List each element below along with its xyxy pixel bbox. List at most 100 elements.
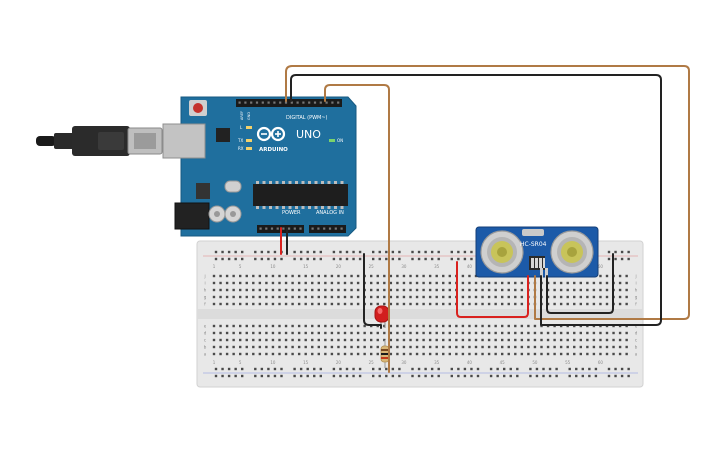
breadboard-hole <box>402 352 406 356</box>
breadboard-hole <box>356 345 360 349</box>
breadboard-hole <box>337 345 340 349</box>
breadboard-hole <box>422 302 425 306</box>
breadboard-hole <box>239 338 242 342</box>
breadboard-hole <box>402 331 406 335</box>
breadboard-hole <box>245 288 248 292</box>
breadboard-hole <box>553 302 556 306</box>
breadboard-hole <box>468 302 471 306</box>
breadboard-hole <box>271 274 275 278</box>
breadboard-rail-hole <box>627 374 630 378</box>
breadboard-hole <box>461 338 465 342</box>
breadboard-hole <box>330 331 334 335</box>
breadboard-rail-hole <box>227 250 231 254</box>
breadboard-hole <box>356 302 360 306</box>
breadboard-hole <box>415 288 419 292</box>
breadboard-rail-hole <box>555 374 558 378</box>
breadboard-rail-hole <box>385 250 388 254</box>
breadboard-hole <box>350 331 353 335</box>
breadboard-hole <box>284 345 288 349</box>
breadboard-rail-hole <box>332 367 336 371</box>
breadboard-rail-hole <box>267 367 270 371</box>
breadboard-hole <box>389 281 393 285</box>
breadboard-hole <box>304 331 307 335</box>
breadboard-hole <box>252 352 255 356</box>
breadboard-hole <box>383 324 386 328</box>
breadboard-hole <box>579 302 582 306</box>
breadboard-hole <box>599 338 602 342</box>
breadboard-hole <box>586 302 589 306</box>
on-label: ON <box>337 138 343 143</box>
breadboard-rail-hole <box>345 367 349 371</box>
breadboard-hole <box>514 338 517 342</box>
breadboard-rail-hole <box>280 374 283 378</box>
breadboard-hole <box>409 324 412 328</box>
breadboard-hole <box>455 345 458 349</box>
breadboard-hole <box>533 331 537 335</box>
breadboard-hole <box>540 345 543 349</box>
breadboard-rail-hole <box>254 250 257 254</box>
breadboard-rail-hole <box>391 250 395 254</box>
breadboard-row-letter: h <box>635 288 638 293</box>
breadboard-hole <box>212 302 216 306</box>
breadboard-hole <box>481 288 484 292</box>
breadboard-rail-hole <box>555 367 558 371</box>
breadboard-hole <box>311 295 314 299</box>
breadboard-hole <box>422 281 425 285</box>
wire-black-led-gnd <box>363 253 382 329</box>
breadboard-hole <box>278 295 281 299</box>
breadboard-hole <box>527 338 530 342</box>
breadboard-hole <box>546 352 550 356</box>
breadboard-column-number: 30 <box>401 264 407 269</box>
breadboard-hole <box>271 352 275 356</box>
analog-header <box>309 225 346 233</box>
breadboard-hole <box>461 302 465 306</box>
breadboard-rail-hole <box>214 374 218 378</box>
breadboard-hole <box>252 338 255 342</box>
breadboard-hole <box>297 352 301 356</box>
breadboard-hole <box>337 281 340 285</box>
breadboard-hole <box>271 324 275 328</box>
breadboard-hole <box>239 274 242 278</box>
breadboard-hole <box>566 302 569 306</box>
breadboard-hole <box>284 281 288 285</box>
breadboard-hole <box>468 352 471 356</box>
breadboard-hole <box>291 345 294 349</box>
breadboard-rail-hole <box>339 257 342 261</box>
breadboard-hole <box>402 274 406 278</box>
breadboard-hole <box>546 288 550 292</box>
gnd-label: GND <box>247 112 251 120</box>
breadboard-column-number: 20 <box>336 264 342 269</box>
breadboard-rail-hole <box>306 374 309 378</box>
breadboard-hole <box>573 331 576 335</box>
breadboard-hole <box>435 352 438 356</box>
breadboard-hole <box>487 324 491 328</box>
breadboard-rail-hole <box>450 250 453 254</box>
breadboard-hole <box>455 352 458 356</box>
breadboard-hole <box>448 331 451 335</box>
breadboard-hole <box>442 345 445 349</box>
usb-cable-icon <box>36 126 163 156</box>
breadboard-hole <box>435 281 438 285</box>
breadboard-hole <box>592 338 596 342</box>
breadboard-hole <box>396 281 399 285</box>
breadboard-row-letter: j <box>203 274 205 279</box>
breadboard-hole <box>442 281 445 285</box>
breadboard-hole <box>487 295 491 299</box>
breadboard-hole <box>245 338 248 342</box>
breadboard-hole <box>245 331 248 335</box>
breadboard-hole <box>415 338 419 342</box>
breadboard-hole <box>252 302 255 306</box>
breadboard-hole <box>435 324 438 328</box>
breadboard-rail-hole <box>548 374 552 378</box>
breadboard-rail-hole <box>588 374 591 378</box>
breadboard-hole <box>212 295 216 299</box>
breadboard-hole <box>252 331 255 335</box>
breadboard-hole <box>350 281 353 285</box>
breadboard-hole <box>481 331 484 335</box>
breadboard-hole <box>507 302 510 306</box>
breadboard-hole <box>219 295 222 299</box>
breadboard-rail-hole <box>378 374 381 378</box>
breadboard-hole <box>507 288 510 292</box>
breadboard-hole <box>225 302 229 306</box>
breadboard-hole <box>494 345 497 349</box>
